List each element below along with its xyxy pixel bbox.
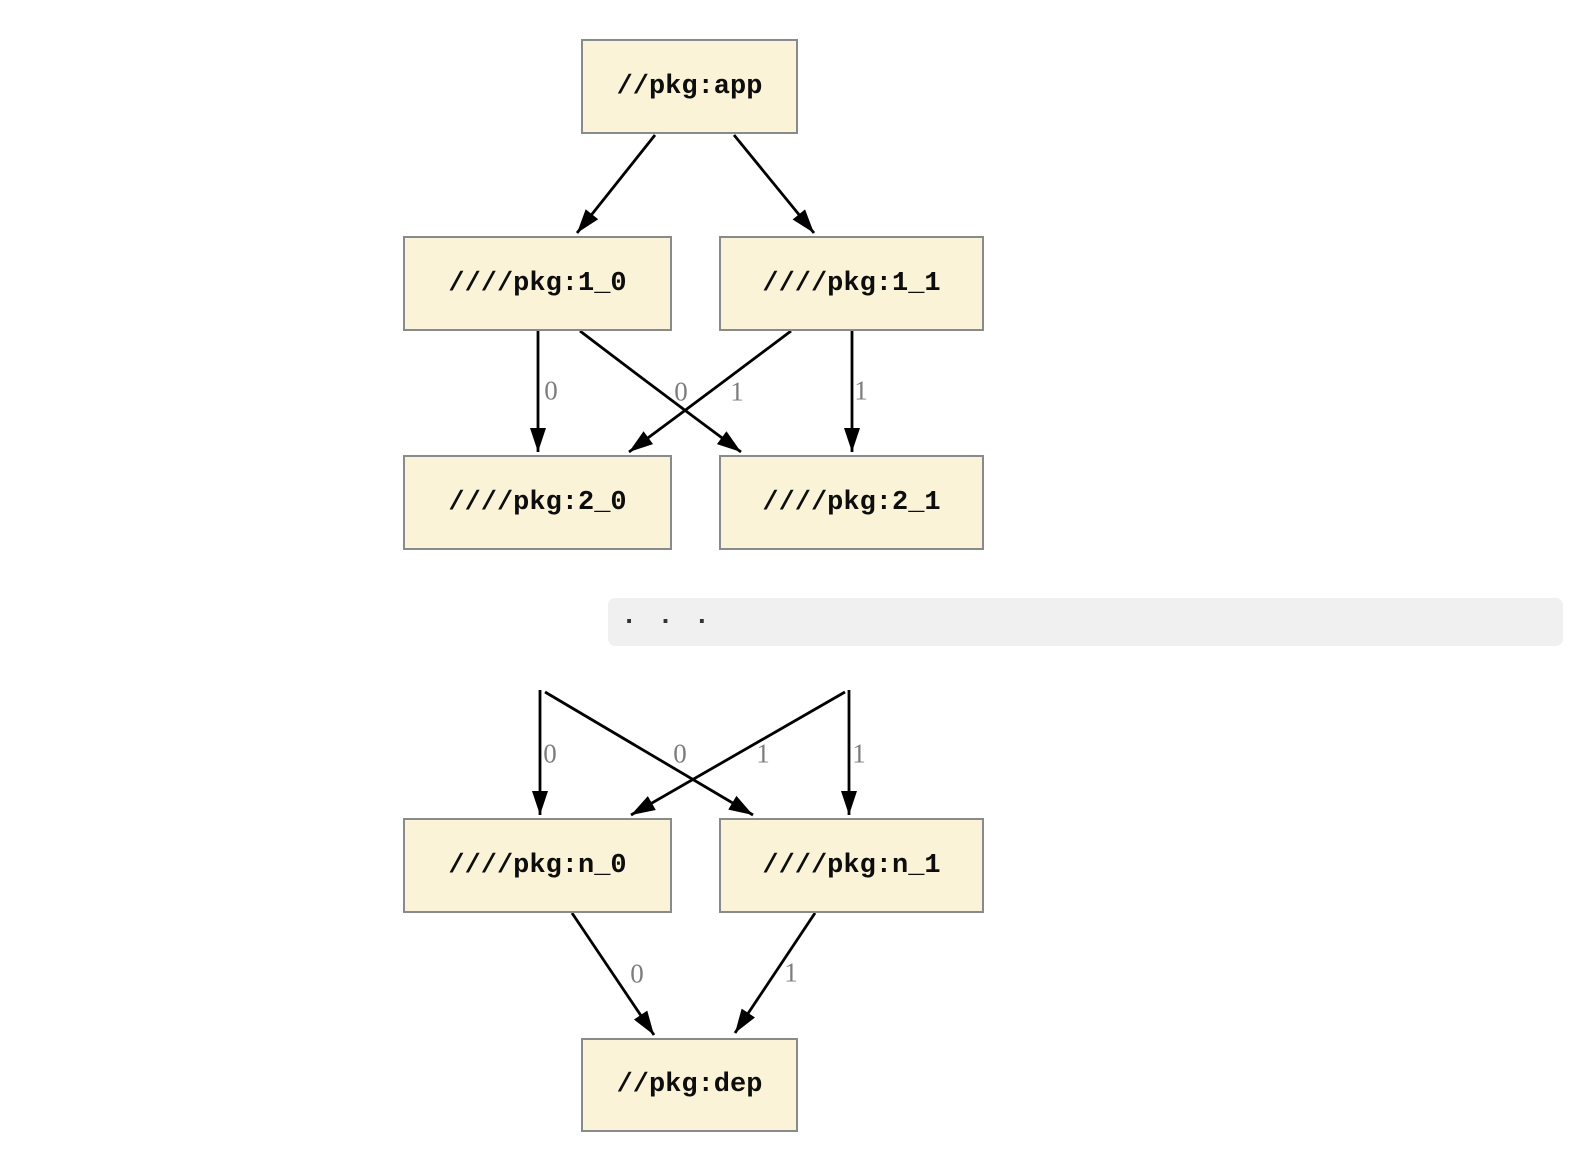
edge-label-elided-n_1-vertical: 1 bbox=[852, 738, 866, 769]
node-pkg-n_1-label: ////pkg:n_1 bbox=[762, 850, 941, 881]
edge-label-elided-n_0-diagonal: 1 bbox=[756, 738, 770, 769]
edge-n_0-to-dep bbox=[570, 912, 656, 1036]
node-pkg-n_1: ////pkg:n_1 bbox=[719, 818, 984, 913]
node-pkg-n_0: ////pkg:n_0 bbox=[403, 818, 672, 913]
edge-label-n_1-dep: 1 bbox=[784, 957, 798, 988]
edge-label-n_0-dep: 0 bbox=[630, 958, 644, 989]
edge-1_0-to-2_1 bbox=[579, 329, 742, 454]
node-pkg-2_1-label: ////pkg:2_1 bbox=[762, 487, 941, 518]
edge-elided-to-n_1-diagonal bbox=[544, 690, 754, 817]
node-pkg-1_1-label: ////pkg:1_1 bbox=[762, 268, 941, 299]
node-pkg-2_1: ////pkg:2_1 bbox=[719, 455, 984, 550]
edge-label-elided-n_0-vertical: 0 bbox=[543, 738, 557, 769]
node-pkg-dep-label: //pkg:dep bbox=[616, 1070, 763, 1100]
node-pkg-1_0-label: ////pkg:1_0 bbox=[448, 268, 627, 299]
edge-app-to-1_0 bbox=[575, 134, 657, 234]
node-pkg-1_1: ////pkg:1_1 bbox=[719, 236, 984, 331]
node-pkg-app: //pkg:app bbox=[581, 39, 798, 134]
node-pkg-app-label: //pkg:app bbox=[616, 71, 763, 102]
edge-1_1-to-2_0 bbox=[628, 329, 792, 454]
node-pkg-2_0: ////pkg:2_0 bbox=[403, 455, 672, 550]
edge-label-1_1-2_0: 1 bbox=[730, 376, 744, 407]
ellipsis-band: . . . bbox=[608, 598, 1563, 646]
edge-label-1_0-2_0: 0 bbox=[544, 375, 558, 406]
ellipsis-text: . . . bbox=[621, 602, 713, 632]
edge-app-to-1_1 bbox=[732, 134, 816, 234]
edge-label-1_0-2_1: 0 bbox=[674, 376, 688, 407]
node-pkg-n_0-label: ////pkg:n_0 bbox=[448, 850, 627, 881]
edge-label-elided-n_1-diagonal: 0 bbox=[673, 738, 687, 769]
edge-n_1-to-dep bbox=[733, 912, 817, 1034]
edge-elided-to-n_0-diagonal bbox=[630, 690, 846, 817]
node-pkg-dep: //pkg:dep bbox=[581, 1038, 798, 1132]
edge-label-1_1-2_1: 1 bbox=[854, 375, 868, 406]
node-pkg-1_0: ////pkg:1_0 bbox=[403, 236, 672, 331]
node-pkg-2_0-label: ////pkg:2_0 bbox=[448, 487, 627, 518]
